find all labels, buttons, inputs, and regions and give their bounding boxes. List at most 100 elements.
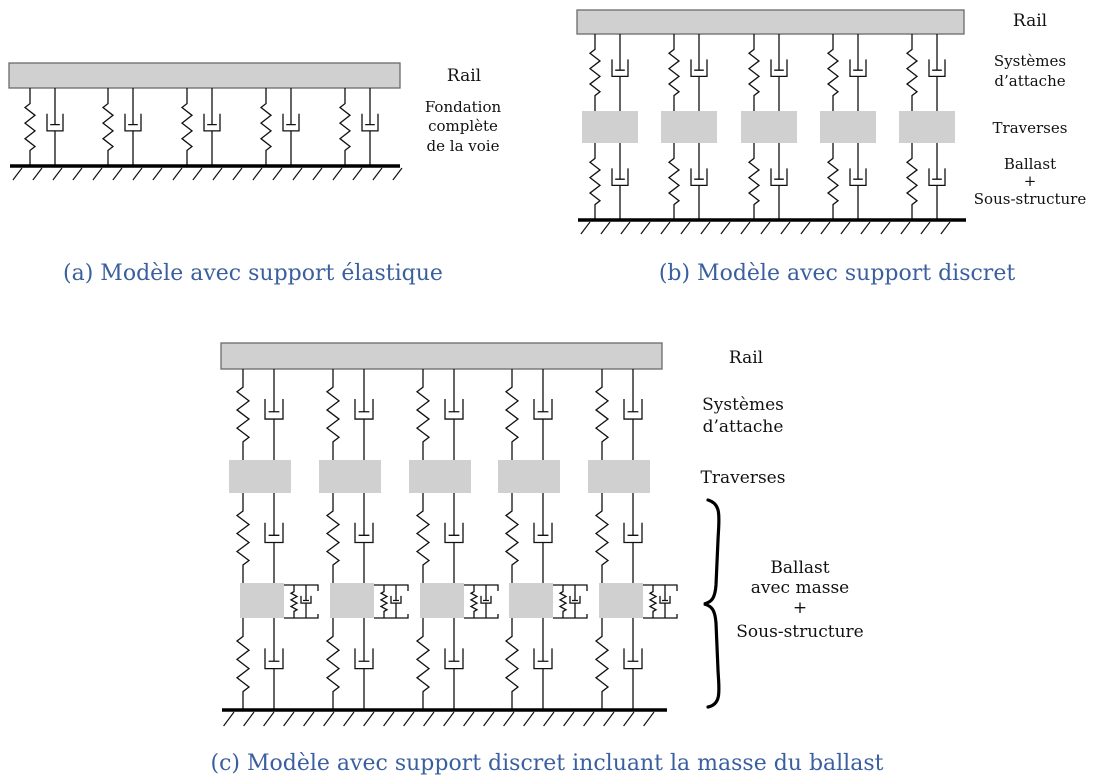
ground-hatch [212,167,223,181]
panel-a-caption: (a) Modèle avec support élastique [63,261,443,286]
spring [747,34,761,111]
ground-hatch [740,221,751,235]
spring [594,618,610,710]
ballast-mass [509,583,553,618]
damper [849,143,867,220]
damper [444,618,464,710]
spring [23,88,37,166]
damper [623,369,643,460]
damper [444,369,464,460]
ground-hatch [643,711,655,727]
damper [533,618,553,710]
panel-c-fastening-label-2: d’attache [703,417,784,437]
spring [588,34,602,111]
spring [259,88,273,166]
ground-hatch [800,221,811,235]
spring [289,585,299,618]
spring [379,585,389,618]
panel-c-ballast-label-1: Ballast [770,558,829,578]
panel-b-fastening-label-2: d’attache [994,72,1065,90]
ground-hatch [223,711,235,727]
panel-c-ballast-label-3: + [793,598,807,618]
damper [770,34,788,111]
ground-hatch [880,221,891,235]
rail [8,62,401,89]
panel-a-foundation-label-1: Fondation [425,98,502,116]
ground-hatch [700,221,711,235]
panel-b-caption: (b) Modèle avec support discret [659,261,1016,286]
panel-c-rail-label: Rail [729,348,763,368]
damper [533,369,553,460]
ground-hatch [272,167,283,181]
ground-hatch [52,167,63,181]
ground-hatch [32,167,43,181]
spring [325,369,341,460]
ground-hatch [352,167,363,181]
damper [264,493,284,583]
ground-hatch [840,221,851,235]
panel-c-ballast-label-4: Sous-structure [736,622,863,642]
ground-hatch [152,167,163,181]
sleeper [498,460,560,493]
spring [667,143,681,220]
panel-b-drawing [576,9,966,235]
panel-c: Rail Systèmes d’attache Traverses Ballas… [211,342,884,776]
ground-hatch [332,167,343,181]
sleeper [229,460,291,493]
panel-c-sleepers-label: Traverses [701,468,786,488]
spring [325,618,341,710]
ground-hatch [900,221,911,235]
damper [690,143,708,220]
damper [928,34,946,111]
ground-hatch [623,711,635,727]
ground-hatch [580,221,591,235]
ground-hatch [343,711,355,727]
panel-c-caption: (c) Modèle avec support discret incluant… [211,751,884,776]
spring [905,34,919,111]
sleeper [820,111,876,143]
ground-hatch [252,167,263,181]
panel-c-fastening-label-1: Systèmes [702,395,784,415]
damper [611,143,629,220]
spring [504,369,520,460]
panel-a: Rail Fondation complète de la voie (a) M… [8,62,502,286]
damper [690,34,708,111]
spring [325,493,341,583]
damper [770,143,788,220]
ground-hatch [483,711,495,727]
ballast-mass [240,583,284,618]
shear-coupling [374,584,409,619]
spring [180,88,194,166]
ground-hatch [392,167,403,181]
ground-hatch [283,711,295,727]
ground-hatch [463,711,475,727]
ground-hatch [680,221,691,235]
ground-hatch [323,711,335,727]
ground-hatch [303,711,315,727]
ballast-mass [420,583,464,618]
spring [588,143,602,220]
ballast-brace [703,498,721,709]
ground-hatch [383,711,395,727]
spring [469,585,479,618]
spring [667,34,681,111]
ground-hatch [312,167,323,181]
ground-hatch [523,711,535,727]
sleeper [661,111,717,143]
ground-hatch [920,221,931,235]
spring [415,369,431,460]
ballast-mass [330,583,374,618]
damper [203,88,221,166]
damper [928,143,946,220]
ground-hatch [112,167,123,181]
ground-hatch [720,221,731,235]
spring [504,618,520,710]
ground-hatch [503,711,515,727]
shear-coupling [643,584,678,619]
ground-hatch [372,167,383,181]
panel-a-drawing [8,62,403,181]
rail [576,9,965,35]
ground-hatch [543,711,555,727]
spring [905,143,919,220]
